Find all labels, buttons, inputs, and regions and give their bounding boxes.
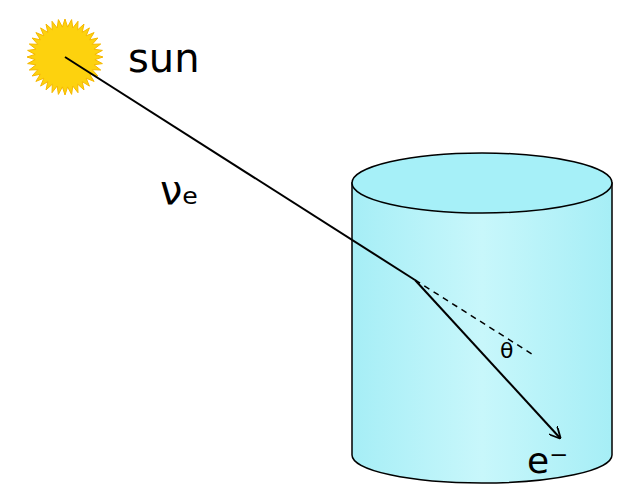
angle-label: θ <box>500 340 513 362</box>
tank-top <box>352 153 612 213</box>
neutrino-track <box>65 57 415 280</box>
particle-label: νₑ <box>160 170 199 210</box>
electron-track <box>415 280 560 438</box>
sun-label: sun <box>128 38 200 78</box>
detector-tank <box>352 183 612 483</box>
particle-label: e⁻ <box>527 443 568 479</box>
